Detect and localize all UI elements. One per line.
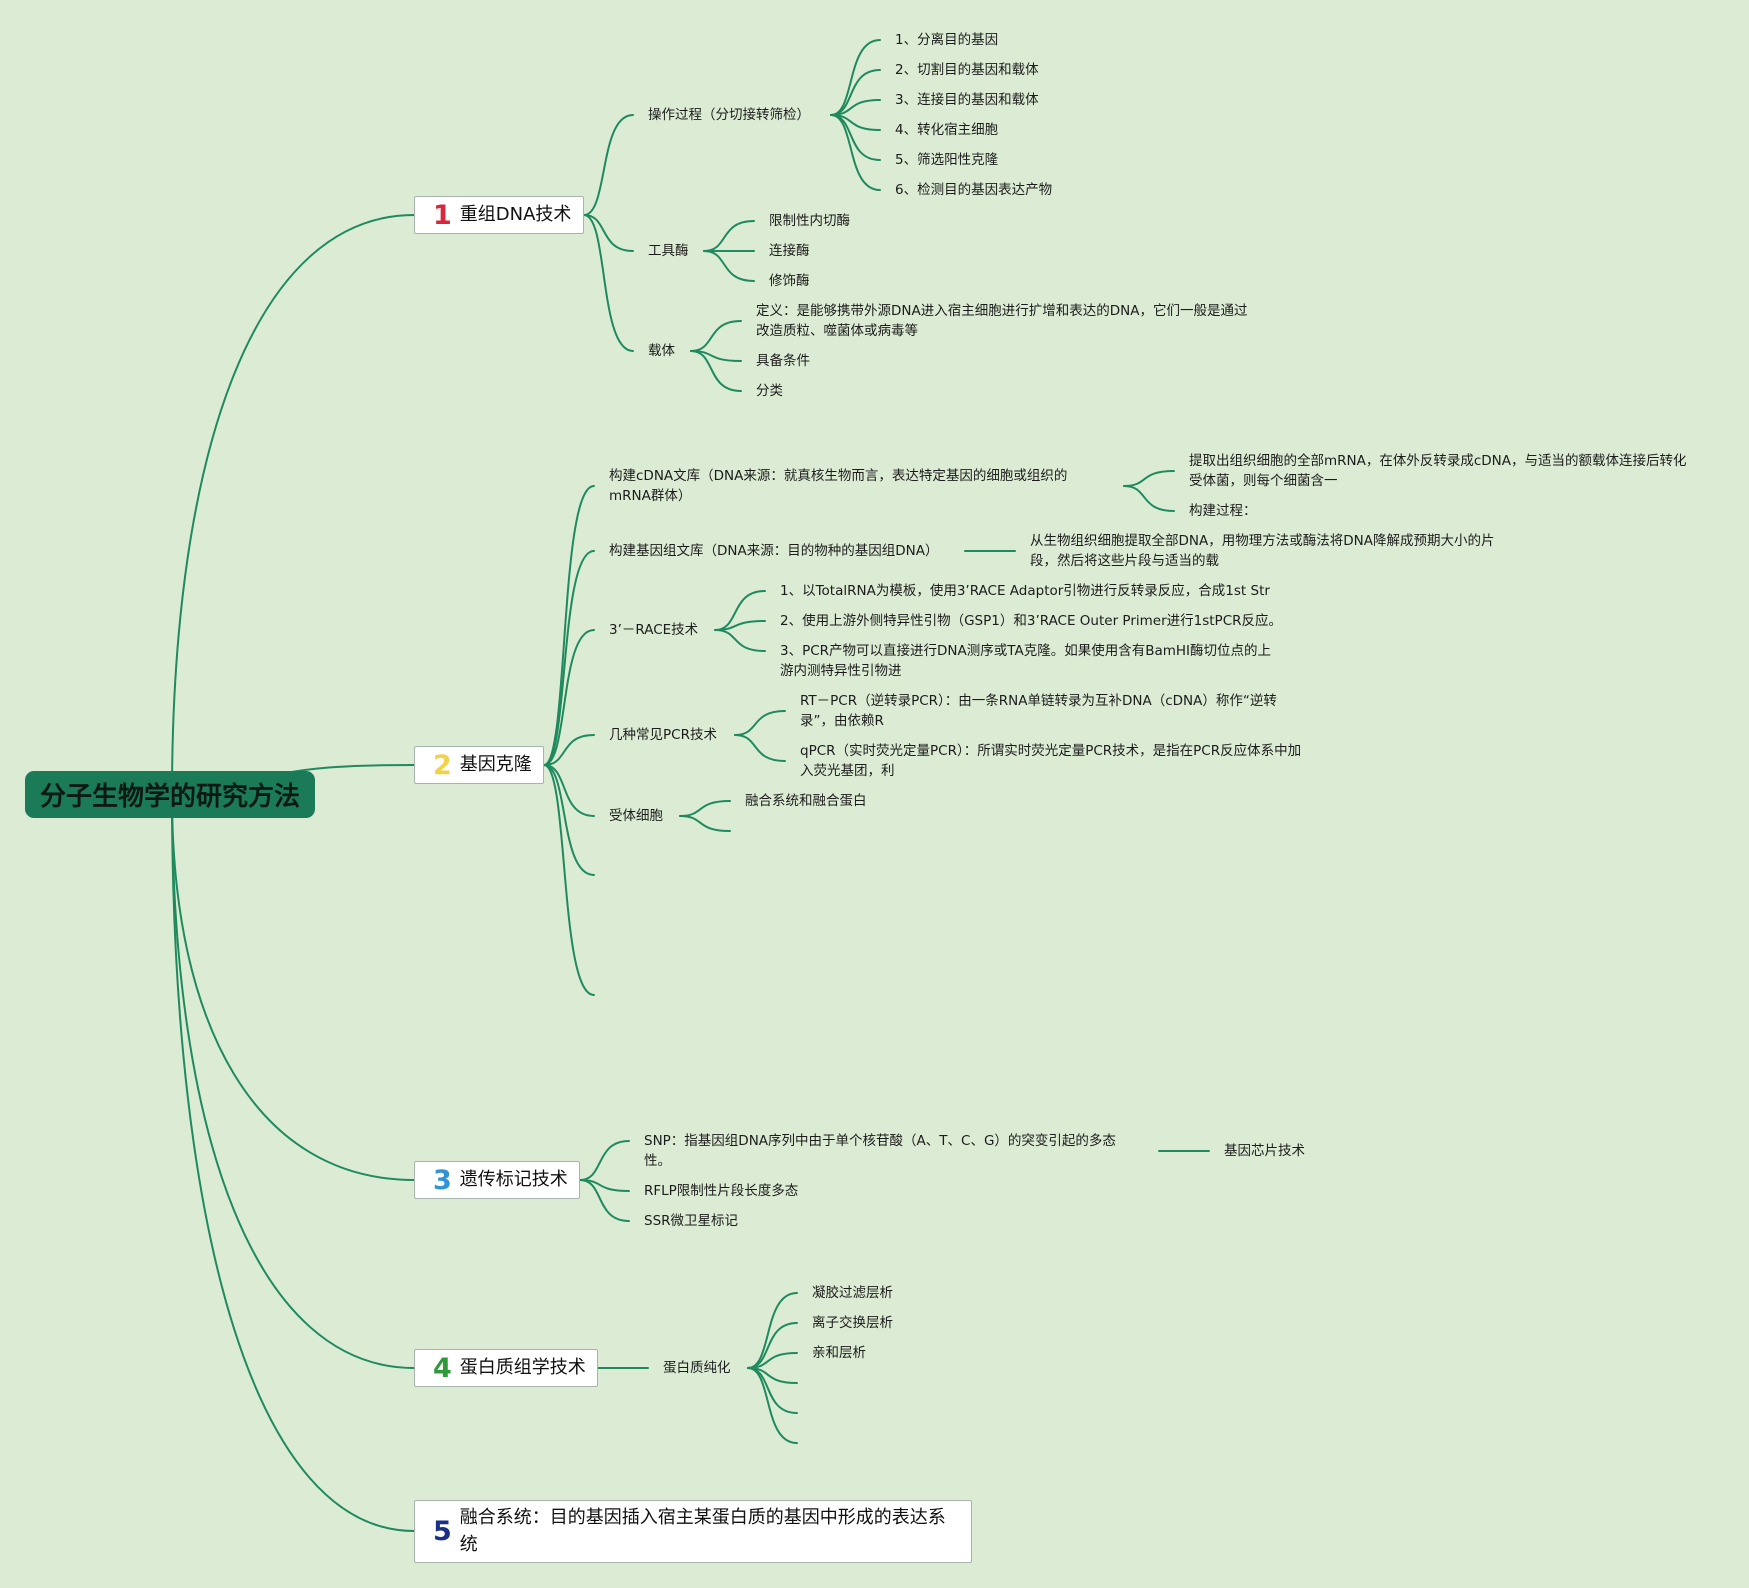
leaf-cdna-method[interactable]: 提取出组织细胞的全部mRNA，在体外反转录成cDNA，与适当的额载体连接后转化受… — [1189, 453, 1687, 489]
topic-connector — [747, 1367, 798, 1444]
leaf-restriction-enzyme[interactable]: 限制性内切酶 — [769, 213, 850, 229]
topic-connector — [1123, 470, 1175, 487]
branch-1-connector — [583, 114, 634, 216]
branch-3-connector — [579, 1140, 630, 1181]
branch-label: 遗传标记技术 — [459, 1168, 568, 1190]
topic-host-cell[interactable]: 受体细胞 — [609, 808, 663, 824]
branch-3-connector — [579, 1179, 630, 1222]
branch-2-connector — [543, 764, 595, 817]
topic-rflp[interactable]: RFLP限制性片段长度多态 — [644, 1183, 799, 1199]
branch-number: 2 — [433, 749, 452, 781]
branch-label: 蛋白质组学技术 — [459, 1356, 586, 1378]
topic-connector — [690, 320, 742, 352]
topic-connector — [679, 800, 731, 817]
leaf-vector-types[interactable]: 分类 — [756, 383, 783, 399]
leaf-rt-pcr[interactable]: RT－PCR（逆转录PCR）：由一条RNA单链转录为互补DNA（cDNA）称作“… — [800, 693, 1277, 729]
topic-connector — [747, 1292, 798, 1369]
leaf-ligase[interactable]: 连接酶 — [769, 243, 810, 259]
leaf-vector-conditions[interactable]: 具备条件 — [756, 353, 810, 369]
branch-number: 5 — [433, 1516, 452, 1547]
branch-label: 基因克隆 — [459, 753, 532, 775]
branch-2-connector — [543, 764, 595, 876]
topic-tool-enzyme[interactable]: 工具酶 — [648, 243, 689, 259]
branch-1-connector — [583, 214, 634, 352]
topic-protein-purification[interactable]: 蛋白质纯化 — [663, 1360, 731, 1376]
leaf-step-3[interactable]: 3、连接目的基因和载体 — [895, 92, 1039, 108]
leaf-3race-step-3[interactable]: 3、PCR产物可以直接进行DNA测序或TA克隆。如果使用含有BamHI酶切位点的… — [780, 643, 1272, 679]
leaf-cdna-process[interactable]: 构建过程： — [1189, 503, 1257, 519]
topic-pcr-types[interactable]: 几种常见PCR技术 — [609, 727, 717, 743]
topic-genomic-library[interactable]: 构建基因组文库（DNA来源：目的物种的基因组DNA） — [609, 543, 939, 559]
branch-number: 1 — [433, 199, 452, 231]
leaf-step-6[interactable]: 6、检测目的基因表达产物 — [895, 182, 1053, 198]
branch-number: 3 — [433, 1164, 452, 1196]
leaf-modifying-enzyme[interactable]: 修饰酶 — [769, 273, 810, 289]
leaf-qpcr[interactable]: qPCR（实时荧光定量PCR）：所谓实时荧光定量PCR技术，是指在PCR反应体系… — [800, 743, 1302, 779]
topic-connector — [830, 69, 881, 116]
leaf-step-5[interactable]: 5、筛选阳性克隆 — [895, 152, 999, 168]
topic-connector — [734, 734, 786, 762]
topic-connector — [1123, 485, 1175, 512]
branch-4-node[interactable]: 4 蛋白质组学技术 — [414, 1349, 598, 1387]
leaf-gel-filtration[interactable]: 凝胶过滤层析 — [812, 1285, 893, 1301]
root-connector — [171, 794, 415, 1369]
topic-connector — [830, 114, 881, 191]
branch-2-connector — [543, 764, 595, 996]
branch-2-node[interactable]: 2 基因克隆 — [414, 746, 544, 784]
leaf-step-4[interactable]: 4、转化宿主细胞 — [895, 122, 999, 138]
topic-vector[interactable]: 载体 — [648, 343, 675, 359]
branch-2-connector — [543, 485, 595, 766]
topic-connector — [747, 1367, 798, 1414]
topic-connector — [830, 114, 881, 161]
leaf-fusion-system-protein[interactable]: 融合系统和融合蛋白 — [745, 793, 867, 809]
topic-connector — [747, 1322, 798, 1369]
topic-connector — [714, 629, 766, 652]
leaf-gene-chip[interactable]: 基因芯片技术 — [1224, 1143, 1305, 1159]
topic-connector — [714, 620, 766, 631]
leaf-3race-step-2[interactable]: 2、使用上游外侧特异性引物（GSP1）和3’RACE Outer Primer进… — [780, 613, 1283, 629]
root-connector — [171, 214, 415, 796]
topic-connector — [703, 220, 755, 252]
root-node[interactable]: 分子生物学的研究方法 — [25, 771, 315, 818]
branch-1-connector — [583, 214, 634, 252]
leaf-3race-step-1[interactable]: 1、以TotalRNA为模板，使用3’RACE Adaptor引物进行反转录反应… — [780, 583, 1270, 599]
leaf-genomic-method[interactable]: 从生物组织细胞提取全部DNA，用物理方法或酶法将DNA降解成预期大小的片段，然后… — [1030, 533, 1495, 569]
branch-1-node[interactable]: 1 重组DNA技术 — [414, 196, 584, 234]
topic-3race[interactable]: 3’－RACE技术 — [609, 622, 699, 638]
leaf-step-2[interactable]: 2、切割目的基因和载体 — [895, 62, 1039, 78]
root-connector — [171, 794, 415, 1532]
branch-2-connector — [543, 550, 595, 766]
topic-ssr[interactable]: SSR微卫星标记 — [644, 1213, 739, 1229]
branch-label: 融合系统：目的基因插入宿主某蛋白质的基因中形成的表达系统 — [459, 1507, 946, 1555]
branch-3-node[interactable]: 3 遗传标记技术 — [414, 1161, 580, 1199]
topic-connector — [679, 815, 731, 832]
leaf-vector-definition[interactable]: 定义：是能够携带外源DNA进入宿主细胞进行扩增和表达的DNA，它们一般是通过改造… — [756, 303, 1248, 339]
branch-label: 重组DNA技术 — [459, 203, 572, 225]
topic-operation-process[interactable]: 操作过程（分切接转筛检） — [648, 107, 810, 123]
topic-connector — [690, 350, 742, 392]
root-connector — [171, 794, 415, 1181]
branch-2-connector — [543, 734, 595, 766]
branch-5-node[interactable]: 5 融合系统：目的基因插入宿主某蛋白质的基因中形成的表达系统 — [414, 1500, 972, 1563]
leaf-ion-exchange[interactable]: 离子交换层析 — [812, 1315, 893, 1331]
topic-snp[interactable]: SNP：指基因组DNA序列中由于单个核苷酸（A、T、C、G）的突变引起的多态性。 — [644, 1133, 1116, 1169]
topic-cdna-library[interactable]: 构建cDNA文库（DNA来源：就真核生物而言，表达特定基因的细胞或组织的mRNA… — [609, 468, 1068, 504]
branch-number: 4 — [433, 1352, 452, 1384]
topic-connector — [703, 250, 755, 282]
topic-connector — [734, 710, 786, 736]
branch-2-connector — [543, 629, 595, 766]
leaf-step-1[interactable]: 1、分离目的基因 — [895, 32, 999, 48]
topic-connector — [830, 39, 881, 116]
leaf-affinity[interactable]: 亲和层析 — [812, 1345, 866, 1361]
